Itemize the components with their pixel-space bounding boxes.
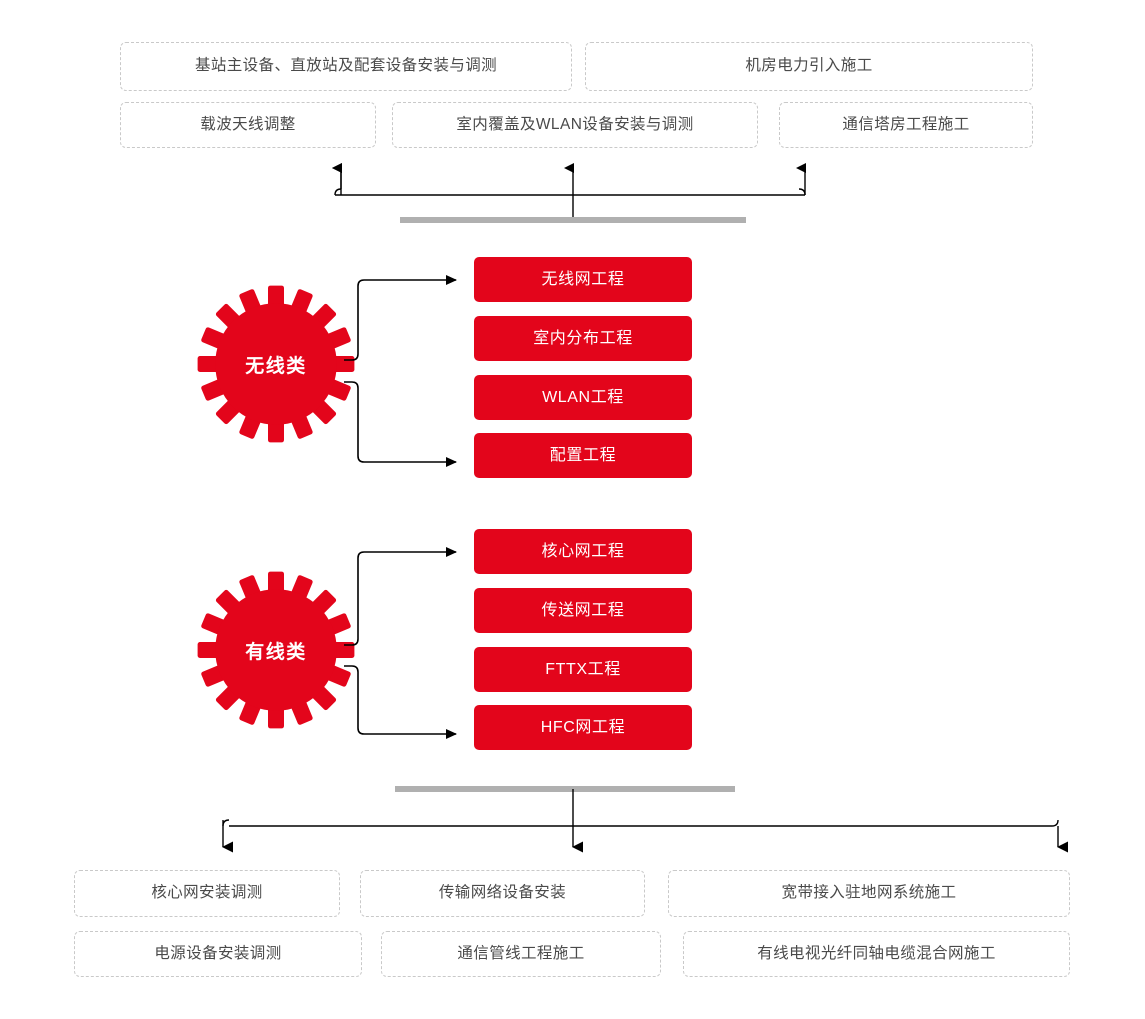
wired-item-2[interactable]: 传送网工程 bbox=[474, 588, 692, 633]
wireless-item-1[interactable]: 无线网工程 bbox=[474, 257, 692, 302]
top-outcome-box-1: 基站主设备、直放站及配套设备安装与调测 bbox=[120, 42, 572, 91]
wired-item-3[interactable]: FTTX工程 bbox=[474, 647, 692, 692]
wireless-item-4[interactable]: 配置工程 bbox=[474, 433, 692, 478]
top-distribution-bar bbox=[400, 217, 746, 223]
gear-wireless: 无线类 bbox=[196, 284, 356, 444]
top-outcome-box-2: 机房电力引入施工 bbox=[585, 42, 1033, 91]
bottom-outcome-box-2: 传输网络设备安装 bbox=[360, 870, 645, 917]
bottom-outcome-box-3: 宽带接入驻地网系统施工 bbox=[668, 870, 1070, 917]
top-outcome-box-4: 室内覆盖及WLAN设备安装与调测 bbox=[392, 102, 758, 148]
top-outcome-box-3: 载波天线调整 bbox=[120, 102, 376, 148]
bottom-distribution-bar bbox=[395, 786, 735, 792]
bottom-outcome-box-5: 通信管线工程施工 bbox=[381, 931, 661, 977]
wireless-item-2[interactable]: 室内分布工程 bbox=[474, 316, 692, 361]
bottom-outcome-box-4: 电源设备安装调测 bbox=[74, 931, 362, 977]
wired-item-4[interactable]: HFC网工程 bbox=[474, 705, 692, 750]
top-outcome-box-5: 通信塔房工程施工 bbox=[779, 102, 1033, 148]
wired-item-1[interactable]: 核心网工程 bbox=[474, 529, 692, 574]
gear-wired: 有线类 bbox=[196, 570, 356, 730]
wireless-item-3[interactable]: WLAN工程 bbox=[474, 375, 692, 420]
bottom-outcome-box-1: 核心网安装调测 bbox=[74, 870, 340, 917]
bottom-outcome-box-6: 有线电视光纤同轴电缆混合网施工 bbox=[683, 931, 1070, 977]
